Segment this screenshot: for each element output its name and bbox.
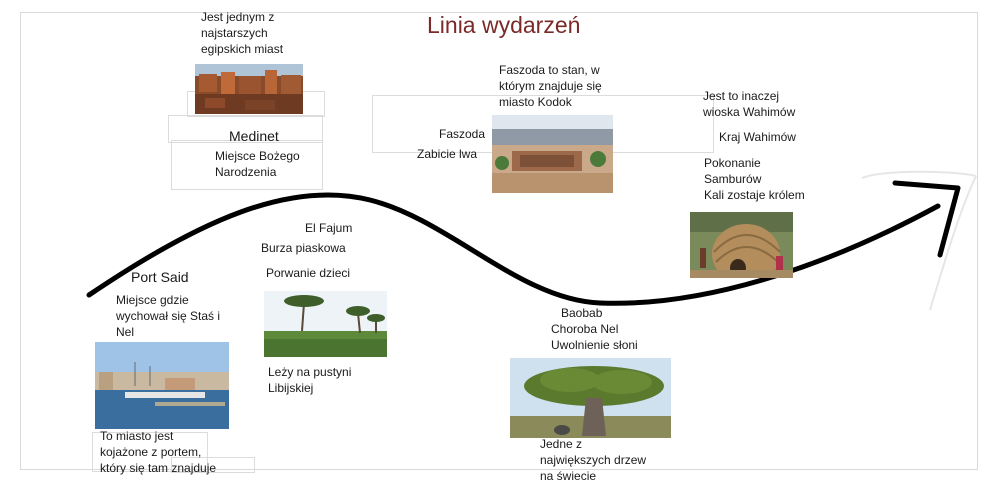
el-fajum-name: El Fajum bbox=[305, 221, 353, 235]
medinet-top-text: Jest jednym z najstarszych egipskich mia… bbox=[201, 10, 284, 56]
medinet-name: Medinet bbox=[229, 128, 279, 144]
selection-frame bbox=[171, 457, 255, 473]
faszoda-top-text: Faszoda to stan, w którym znajduje się m… bbox=[499, 63, 602, 109]
port-said-note: To miasto jest kojażone z portem, który … bbox=[100, 429, 217, 475]
port-said-name: Port Said bbox=[131, 269, 189, 285]
timeline-curve bbox=[86, 192, 941, 306]
el-fajum-event-1: Burza piaskowa bbox=[261, 241, 346, 255]
canvas-board bbox=[20, 12, 978, 470]
el-fajum-event-2: Porwanie dzieci bbox=[266, 266, 351, 280]
page-title: Linia wydarzeń bbox=[427, 12, 581, 38]
baobab-tree-photo bbox=[510, 358, 671, 438]
faszoda-name: Faszoda bbox=[439, 127, 486, 141]
old-city-photo bbox=[195, 64, 303, 114]
oasis-palms-photo bbox=[264, 291, 387, 357]
medinet-desc: Miejsce Bożego Narodzenia bbox=[215, 149, 300, 179]
selection-frame bbox=[171, 140, 323, 190]
wahimow-events: Pokonanie Samburów Kali zostaje królem bbox=[704, 156, 805, 202]
baobab-items: Baobab Choroba Nel Uwolnienie słoni bbox=[551, 306, 638, 352]
harbor-photo bbox=[95, 342, 229, 429]
town-photo bbox=[492, 115, 613, 193]
arrow-head bbox=[892, 180, 961, 258]
grass-hut-photo bbox=[690, 212, 793, 278]
selection-frame bbox=[92, 432, 208, 472]
baobab-note: Jedne z największych drzew na świecie bbox=[540, 437, 647, 483]
faszoda-event: Zabicie lwa bbox=[417, 147, 478, 161]
wahimow-top-text: Jest to inaczej wioska Wahimów bbox=[703, 89, 796, 119]
el-fajum-note: Leży na pustyni Libijskiej bbox=[268, 365, 352, 395]
wahimow-name: Kraj Wahimów bbox=[719, 130, 796, 144]
port-said-desc: Miejsce gdzie wychował się Staś i Nel bbox=[116, 293, 221, 339]
faint-arrow-sketch bbox=[861, 170, 977, 311]
selection-frame bbox=[168, 115, 323, 143]
